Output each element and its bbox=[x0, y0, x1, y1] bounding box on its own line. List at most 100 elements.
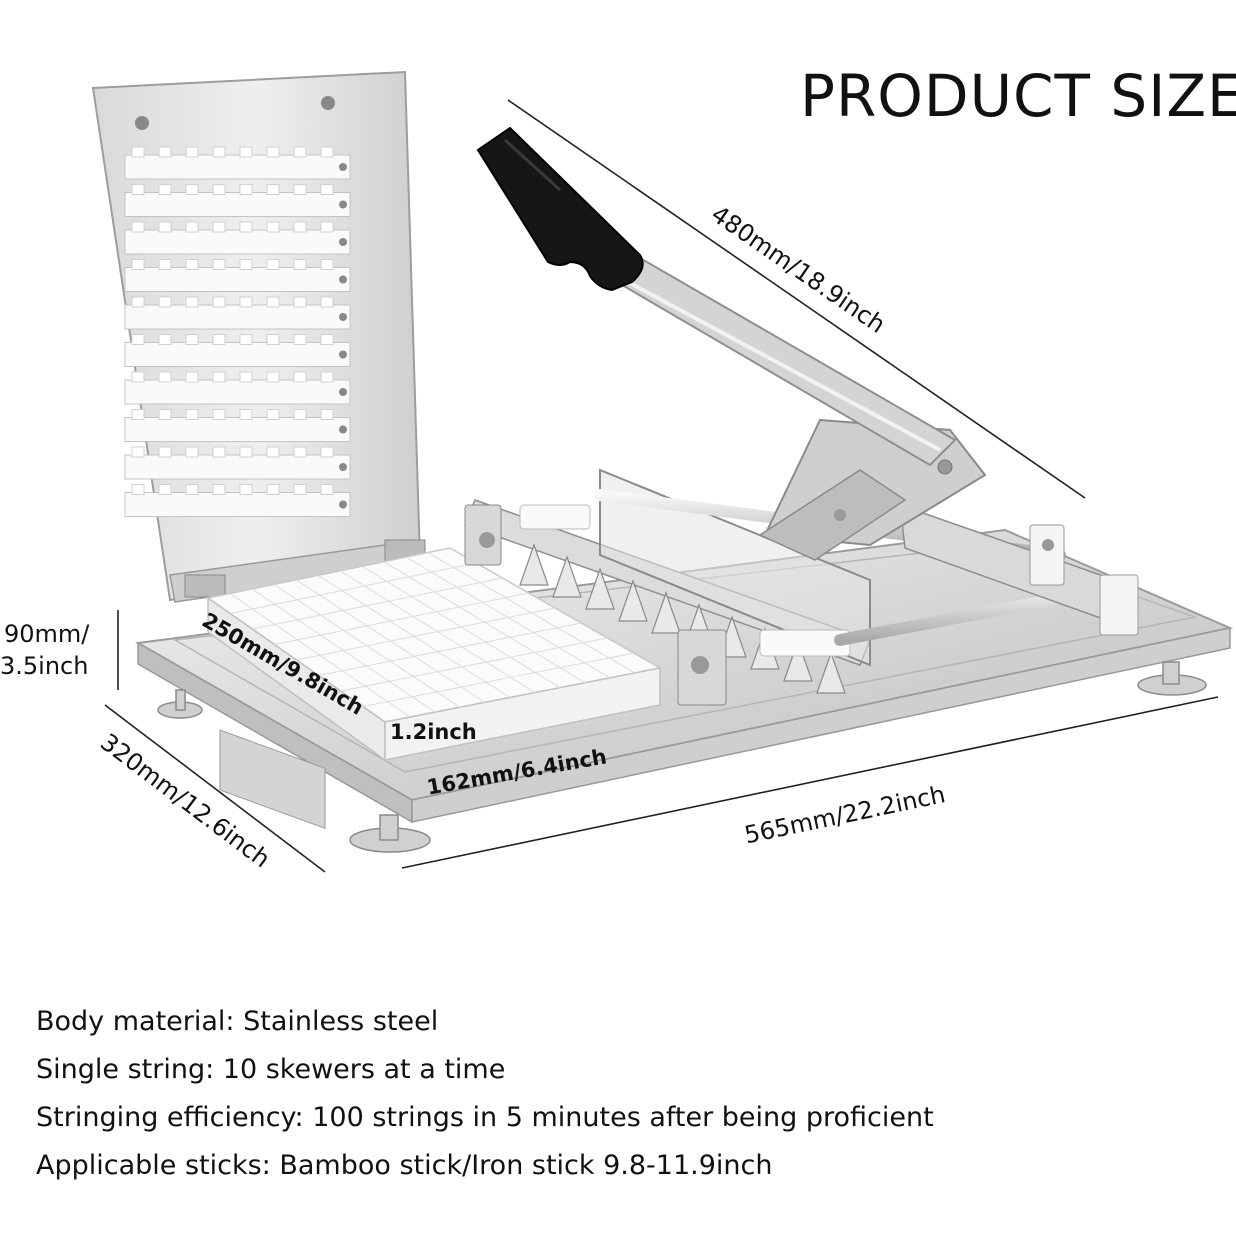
guide-tooth bbox=[293, 334, 307, 345]
tray-groove bbox=[296, 607, 556, 661]
guide-tooth bbox=[293, 146, 307, 158]
guide-tooth bbox=[320, 334, 334, 345]
skewer-blade bbox=[519, 543, 549, 586]
guide-tooth bbox=[212, 146, 226, 158]
guide-tooth bbox=[266, 184, 280, 195]
guide-tooth bbox=[212, 371, 226, 383]
skewer-blade bbox=[783, 639, 813, 682]
guide-tooth bbox=[320, 221, 334, 233]
dimension-height-mm: 90mm/ bbox=[4, 620, 90, 648]
guide-tooth bbox=[185, 446, 199, 458]
guide-screw bbox=[339, 238, 347, 246]
guide-tooth bbox=[212, 334, 226, 345]
guide-tooth bbox=[131, 259, 145, 270]
top-panel bbox=[91, 70, 426, 603]
guide-tooth bbox=[185, 184, 199, 195]
guide-tooth bbox=[293, 446, 307, 458]
guide-tooth bbox=[185, 221, 199, 233]
skewer-guide-strip bbox=[124, 417, 351, 442]
guide-tooth bbox=[320, 146, 334, 158]
guide-tooth bbox=[320, 409, 334, 420]
skewer-guide-strip bbox=[124, 192, 351, 217]
tray-groove bbox=[362, 652, 634, 707]
guide-tooth bbox=[320, 184, 334, 195]
spec-applicable-sticks: Applicable sticks: Bamboo stick/Iron sti… bbox=[36, 1150, 773, 1181]
guide-tooth bbox=[293, 484, 307, 495]
skewer-guide-strip bbox=[124, 492, 351, 517]
guide-tooth bbox=[239, 296, 253, 308]
guide-tooth bbox=[239, 146, 253, 158]
guide-tooth bbox=[131, 484, 145, 495]
guide-tooth bbox=[185, 484, 199, 495]
width-line bbox=[401, 696, 1219, 869]
spec-list: Body material: Stainless steel Single st… bbox=[36, 998, 934, 1190]
guide-tooth bbox=[212, 296, 226, 308]
guide-tooth bbox=[239, 334, 253, 345]
guide-tooth bbox=[266, 296, 280, 308]
spec-body-material: Body material: Stainless steel bbox=[36, 1006, 439, 1037]
guide-tooth bbox=[320, 296, 334, 308]
skewer-blade bbox=[618, 579, 648, 622]
feet bbox=[157, 661, 1207, 853]
depth-line bbox=[104, 704, 326, 873]
skewer-guide-strip bbox=[124, 342, 351, 367]
guide-tooth bbox=[293, 221, 307, 233]
guide-tooth bbox=[293, 371, 307, 383]
guide-tooth bbox=[185, 296, 199, 308]
guide-tooth bbox=[239, 409, 253, 420]
skewer-guide-strip bbox=[124, 454, 351, 480]
guide-tooth bbox=[131, 221, 145, 233]
guide-tooth bbox=[185, 334, 199, 345]
guide-tooth bbox=[239, 259, 253, 270]
spec-efficiency: Stringing efficiency: 100 strings in 5 m… bbox=[36, 1102, 934, 1133]
page-title: PRODUCT SIZE bbox=[800, 62, 1236, 130]
guide-tooth bbox=[293, 409, 307, 420]
skewer-blade bbox=[816, 651, 846, 694]
guide-screw bbox=[339, 350, 347, 359]
guide-tooth bbox=[212, 484, 226, 495]
guide-tooth bbox=[158, 484, 172, 495]
guide-tooth bbox=[239, 221, 253, 233]
tray-grid bbox=[229, 552, 636, 718]
guide-screw bbox=[339, 200, 347, 209]
skewer-blade bbox=[651, 591, 681, 634]
tray-groove bbox=[340, 637, 608, 692]
spec-single-string: Single string: 10 skewers at a time bbox=[36, 1054, 506, 1085]
guide-tooth bbox=[158, 146, 172, 158]
guide-tooth bbox=[158, 221, 172, 233]
guide-tooth bbox=[239, 184, 253, 195]
tray-groove bbox=[252, 577, 503, 630]
guide-tooth bbox=[212, 221, 226, 233]
skewer-blade bbox=[585, 567, 615, 610]
guide-tooth bbox=[293, 184, 307, 195]
tray-groove bbox=[318, 622, 582, 676]
guide-tooth bbox=[185, 409, 199, 420]
guide-tooth bbox=[266, 484, 280, 495]
guide-tooth bbox=[266, 259, 280, 270]
skewer-guide-strip bbox=[124, 379, 351, 405]
guide-tooth bbox=[320, 259, 334, 270]
guide-tooth bbox=[212, 446, 226, 458]
guide-tooth bbox=[131, 184, 145, 195]
blade-assembly bbox=[464, 468, 871, 706]
skewer-guide-strip bbox=[124, 229, 351, 255]
guide-tooth bbox=[320, 371, 334, 383]
guide-tooth bbox=[266, 334, 280, 345]
guide-tooth bbox=[131, 296, 145, 308]
handle-length-line bbox=[507, 99, 1086, 499]
skewer-blade bbox=[552, 555, 582, 598]
skewer-guide-strip bbox=[124, 304, 351, 330]
guide-tooth bbox=[158, 296, 172, 308]
guide-tooth bbox=[212, 184, 226, 195]
guide-tooth bbox=[266, 221, 280, 233]
guide-screw bbox=[339, 500, 347, 509]
guide-tooth bbox=[185, 259, 199, 270]
guide-screw bbox=[339, 275, 347, 284]
guide-tooth bbox=[293, 259, 307, 270]
guide-tooth bbox=[239, 371, 253, 383]
guide-tooth bbox=[239, 484, 253, 495]
plastic-tray bbox=[206, 547, 663, 829]
dimension-tray-height: 1.2inch bbox=[390, 720, 477, 744]
